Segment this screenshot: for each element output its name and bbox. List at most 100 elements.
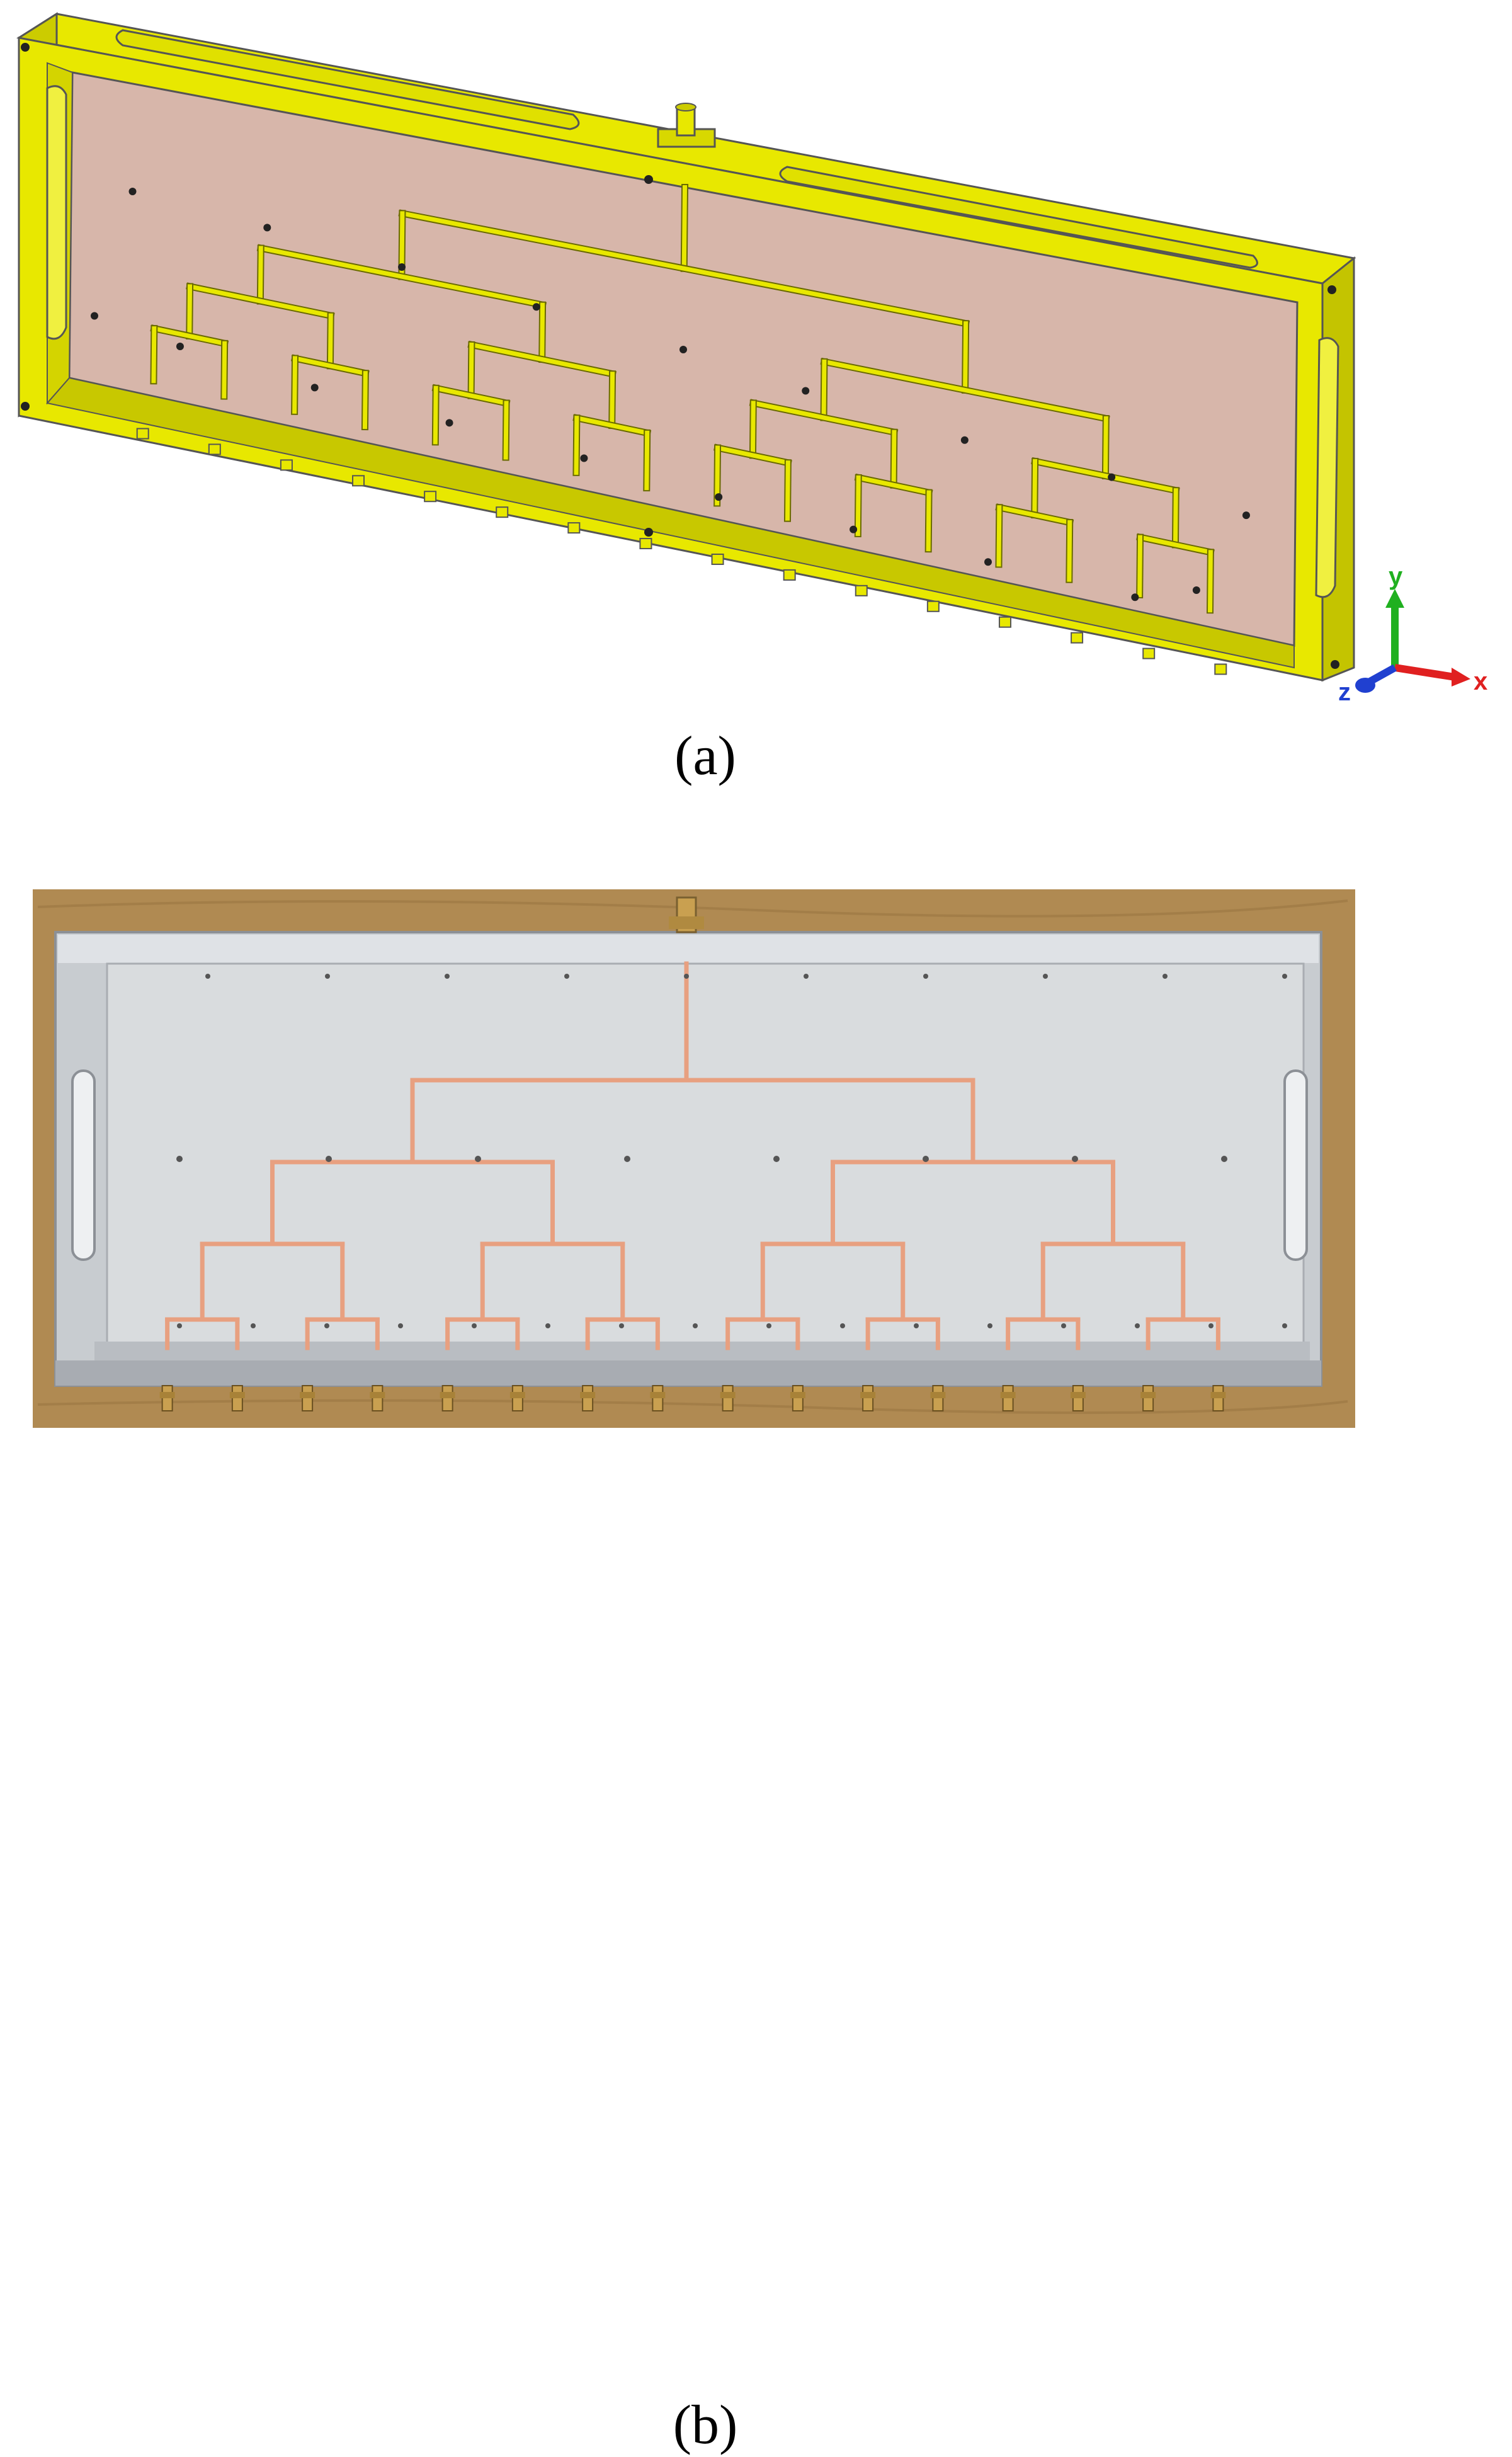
cad-trace-11 — [292, 355, 368, 376]
left-side-slot — [46, 85, 67, 340]
cad-output-connector-6 — [567, 522, 581, 534]
photo-output-connector-nut-14 — [1140, 1392, 1156, 1398]
photo-hole-low-6 — [619, 1323, 624, 1328]
panel-b: (b) — [0, 882, 1512, 2456]
photo-right-slot — [1283, 1069, 1308, 1261]
caption-b: (b) — [673, 2395, 738, 2456]
cad-trace-7 — [151, 326, 227, 346]
cad-trace-10 — [327, 313, 333, 368]
photo-hole-mid-7 — [1221, 1156, 1227, 1162]
cad-screw-hole-17 — [1131, 593, 1139, 601]
cad-output-connector-8 — [711, 553, 724, 565]
cad-screw-hole-7 — [1108, 473, 1116, 481]
cad-screw-hole-5 — [802, 387, 810, 395]
cad-screw-holes — [21, 43, 1339, 669]
photo-hole-low-1 — [251, 1323, 256, 1328]
photo-hole-top-0 — [205, 974, 210, 979]
photo-hole-low-0 — [177, 1323, 182, 1328]
photo-feed-network — [165, 961, 1220, 1350]
photo-hole-low-2 — [324, 1323, 329, 1328]
photo-hole-low-4 — [472, 1323, 477, 1328]
photo-hole-top-4 — [684, 974, 689, 979]
cad-output-connector-4 — [424, 491, 437, 503]
cad-trace-18 — [433, 385, 438, 445]
photo-housing-front-lip — [55, 1360, 1321, 1386]
photo-figure — [33, 889, 1355, 1428]
cad-output-connector-11 — [926, 600, 940, 612]
cad-output-connectors — [136, 428, 1227, 675]
photo-hole-low-13 — [1135, 1323, 1140, 1328]
cad-trace-0 — [681, 185, 688, 271]
cad-trace-29 — [715, 445, 791, 465]
right-side-slot — [1315, 337, 1339, 598]
axis-y-label: y — [1389, 562, 1403, 590]
caption-a: (a) — [674, 726, 736, 787]
cad-output-connector-13 — [1071, 632, 1084, 644]
photo-output-connector-nut-5 — [509, 1392, 525, 1398]
cad-trace-4 — [258, 246, 263, 304]
cad-output-connector-3 — [352, 475, 365, 487]
cad-trace-20 — [610, 372, 615, 428]
photo-output-connector-nut-6 — [580, 1392, 596, 1398]
cad-trace-5 — [187, 283, 334, 319]
cad-output-connector-7 — [639, 538, 652, 550]
cad-screw-hole-14 — [715, 493, 723, 501]
cad-trace-45 — [1207, 550, 1213, 613]
photo-housing-bottom-wall — [94, 1342, 1310, 1360]
photo-hole-mid-5 — [923, 1156, 929, 1162]
axis-z-label: z — [1338, 678, 1351, 706]
photo-hole-low-8 — [766, 1323, 771, 1328]
photo-output-connector-nut-2 — [300, 1392, 315, 1398]
photo-output-connector-nut-3 — [370, 1392, 385, 1398]
cad-trace-15 — [469, 342, 615, 377]
photo-output-connector-nut-0 — [159, 1392, 175, 1398]
photo-hole-mid-4 — [773, 1156, 780, 1162]
photo-hole-mid-1 — [326, 1156, 332, 1162]
cad-screw-hole-10 — [176, 342, 184, 350]
cad-trace-21 — [574, 415, 650, 436]
cad-output-connector-15 — [1214, 663, 1227, 675]
photo-output-connector-nut-7 — [650, 1392, 666, 1398]
photo-output-connector-nut-15 — [1210, 1392, 1226, 1398]
top-slot-right-outline — [779, 166, 1258, 269]
cad-screw-hole-3 — [532, 303, 540, 311]
cad-screw-hole-6 — [960, 436, 969, 444]
cad-screw-hole-9 — [91, 312, 98, 320]
cad-trace-22 — [574, 416, 579, 475]
cad-screw-hole-8 — [1242, 511, 1250, 520]
cad-trace-36 — [1103, 416, 1108, 479]
cad-trace-37 — [1032, 459, 1179, 493]
photo-hole-top-5 — [804, 974, 809, 979]
photo-hole-low-10 — [914, 1323, 919, 1328]
cad-output-connector-2 — [280, 459, 293, 471]
cad-trace-14 — [540, 302, 545, 362]
photo-output-connector-nut-9 — [790, 1392, 805, 1398]
cad-screw-hole-18 — [1192, 586, 1200, 594]
photo-output-connector-nut-10 — [860, 1392, 876, 1398]
photo-output-connector-nut-12 — [1000, 1392, 1016, 1398]
cad-trace-41 — [1067, 520, 1072, 582]
photo-hole-low-5 — [545, 1323, 550, 1328]
wood-grain — [37, 899, 1348, 1414]
cad-trace-25 — [821, 359, 1109, 421]
photo-hole-low-14 — [1208, 1323, 1214, 1328]
input-connector — [657, 103, 716, 148]
photo-output-connector-nut-11 — [930, 1392, 946, 1398]
photo-housing-inner-panel — [106, 962, 1305, 1355]
photo-hole-top-8 — [1162, 974, 1168, 979]
cad-trace-42 — [1173, 488, 1178, 547]
photo-hole-low-9 — [840, 1323, 845, 1328]
cad-trace-9 — [222, 341, 227, 399]
cad-corner-screw-4 — [1327, 285, 1336, 294]
cad-screw-hole-11 — [310, 384, 319, 392]
cad-model-figure: y x z — [16, 12, 1487, 706]
cad-trace-17 — [433, 385, 509, 406]
cad-corner-screw-2 — [644, 175, 653, 184]
photo-hole-mid-0 — [176, 1156, 183, 1162]
cad-screw-hole-12 — [445, 419, 453, 427]
cad-trace-43 — [1137, 534, 1214, 555]
cad-trace-27 — [751, 400, 897, 435]
photo-hole-mid-6 — [1072, 1156, 1078, 1162]
cad-screw-hole-4 — [679, 346, 687, 353]
photo-screw-holes — [176, 974, 1287, 1328]
